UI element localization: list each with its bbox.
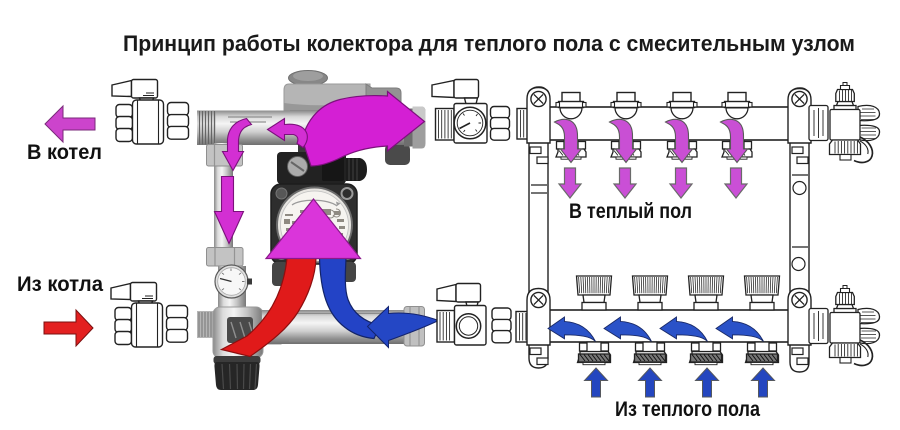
svg-text:Принцип работы колектора для т: Принцип работы колектора для теплого пол…	[123, 31, 855, 56]
svg-text:Из теплого пола: Из теплого пола	[615, 397, 761, 421]
svg-text:В котел: В котел	[27, 140, 102, 164]
svg-text:В теплый пол: В теплый пол	[569, 199, 692, 223]
svg-text:Из котла: Из котла	[17, 272, 104, 296]
